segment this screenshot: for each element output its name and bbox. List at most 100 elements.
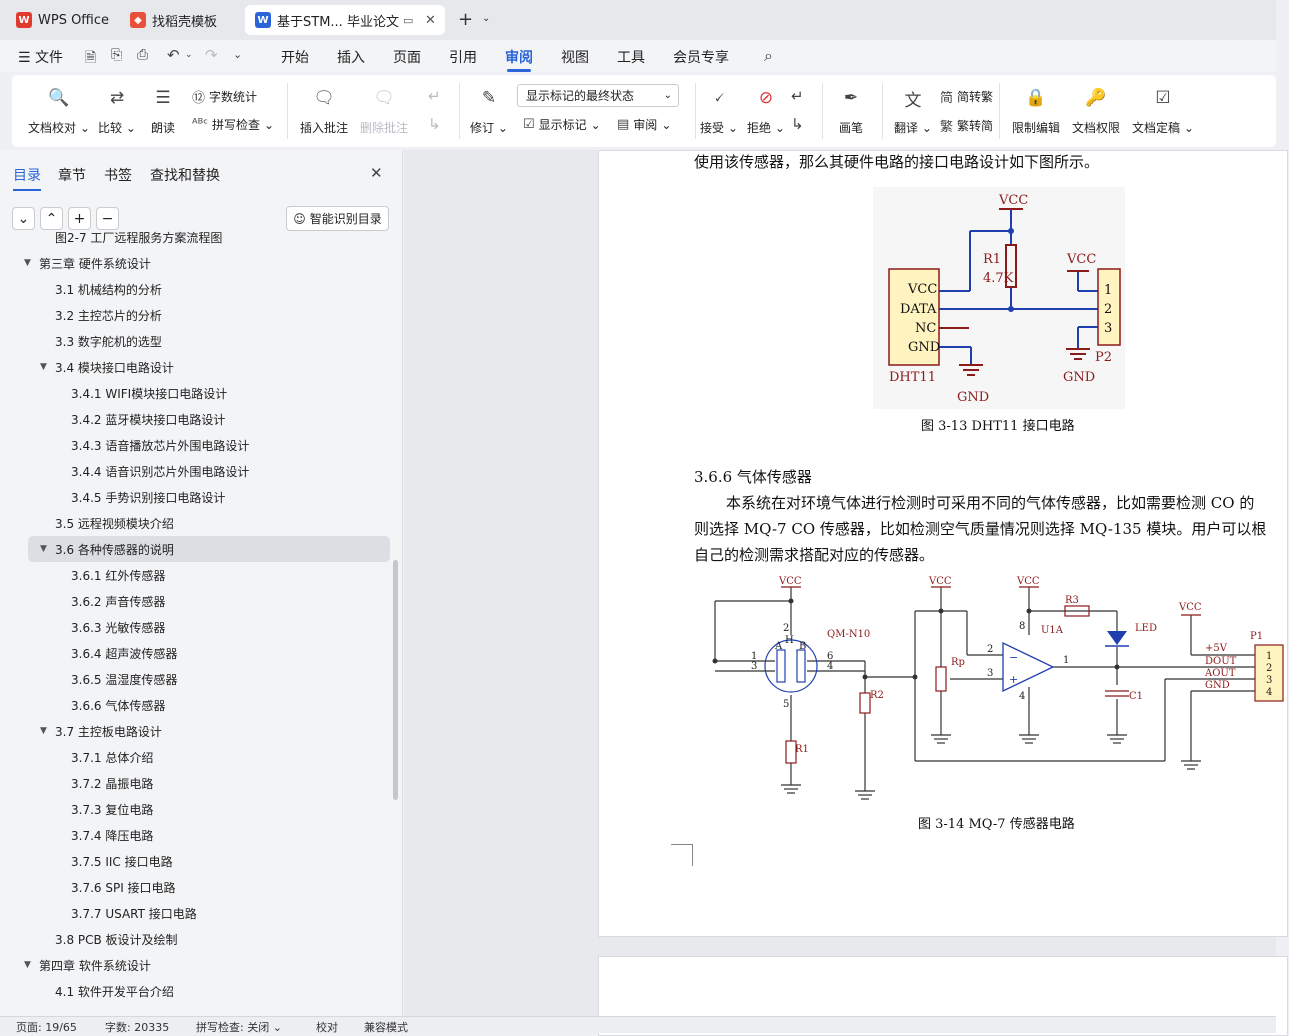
toc-item[interactable]: 3.4.3 语音播放芯片外围电路设计 — [0, 432, 390, 458]
add-heading-button[interactable]: + — [68, 207, 91, 230]
toc-item[interactable]: 3.4.1 WIFI模块接口电路设计 — [0, 380, 390, 406]
expand-caret-icon[interactable]: ▼ — [40, 544, 47, 554]
close-tab-icon[interactable]: ✕ — [425, 12, 436, 28]
move-up-button[interactable]: ⌃ — [40, 207, 63, 230]
toc-item[interactable]: 3.7.2 晶振电路 — [0, 770, 390, 796]
spell-check-status[interactable]: 拼写检查: 关闭 ⌄ — [196, 1021, 282, 1034]
doc-check-button[interactable]: 🔍文档校对 ⌄ — [28, 75, 90, 136]
redo-icon[interactable]: ↷ — [205, 46, 218, 64]
next-revision-icon[interactable]: ↳ — [791, 115, 804, 133]
print-preview-icon[interactable]: ⎙ — [137, 47, 149, 63]
toc-item[interactable]: 3.6.2 声音传感器 — [0, 588, 390, 614]
menu-review[interactable]: 审阅 — [505, 47, 533, 72]
insert-comment-button[interactable]: 🗨插入批注 — [300, 75, 348, 136]
revise-button[interactable]: ✎修订 ⌄ — [470, 75, 508, 136]
menu-view[interactable]: 视图 — [561, 50, 589, 66]
show-markup-button[interactable]: ☑显示标记 ⌄ — [523, 117, 601, 132]
toc-item[interactable]: 3.4.2 蓝牙模块接口电路设计 — [0, 406, 390, 432]
restrict-edit-button[interactable]: 🔒限制编辑 — [1012, 75, 1060, 136]
menu-member[interactable]: 会员专享 — [673, 50, 729, 66]
nav-tab-chapters[interactable]: 章节 — [58, 168, 86, 184]
toc-item[interactable]: 3.3 数字舵机的选型 — [0, 328, 390, 354]
next-comment-icon[interactable]: ↳ — [428, 115, 441, 133]
toc-item[interactable]: 3.7.3 复位电路 — [0, 796, 390, 822]
read-aloud-button[interactable]: ☰朗读 — [150, 75, 176, 136]
undo-chevron-icon[interactable]: ⌄ — [185, 50, 193, 60]
close-pane-icon[interactable]: ✕ — [370, 164, 383, 182]
prev-comment-icon[interactable]: ↵ — [428, 87, 441, 105]
share-icon[interactable]: ⎘ — [111, 47, 123, 63]
toc-item[interactable]: 3.7.6 SPI 接口电路 — [0, 874, 390, 900]
toc-item[interactable]: 3.1 机械结构的分析 — [0, 276, 390, 302]
finalize-button[interactable]: ☑文档定稿 ⌄ — [1132, 75, 1194, 136]
accept-button[interactable]: 🗸接受 ⌄ — [700, 75, 738, 136]
prev-revision-icon[interactable]: ↵ — [791, 87, 804, 105]
nav-tab-bookmarks[interactable]: 书签 — [104, 168, 132, 184]
nav-tab-toc[interactable]: 目录 — [13, 165, 41, 191]
toc-item[interactable]: 3.6.5 温湿度传感器 — [0, 666, 390, 692]
tab-docer-templates[interactable]: ◆ 找稻壳模板 — [120, 5, 240, 35]
reject-button[interactable]: ⊘拒绝 ⌄ — [747, 75, 785, 136]
remove-heading-button[interactable]: − — [96, 207, 119, 230]
toc-item[interactable]: 图2-7 工厂远程服务方案流程图 — [0, 224, 390, 250]
expand-caret-icon[interactable]: ▼ — [40, 362, 47, 372]
toc-item[interactable]: 3.7.1 总体介绍 — [0, 744, 390, 770]
sensor-label: QM-N10 — [827, 629, 870, 640]
word-count[interactable]: 字数: 20335 — [105, 1021, 170, 1034]
toc-item[interactable]: 4.1 软件开发平台介绍 — [0, 978, 390, 1004]
undo-icon[interactable]: ↶ — [167, 46, 180, 64]
toc-item[interactable]: ▼3.4 模块接口电路设计 — [0, 354, 390, 380]
menu-page[interactable]: 页面 — [393, 50, 421, 66]
tab-thesis-document[interactable]: W 基于STM... 毕业论文 ▭ ✕ — [245, 5, 445, 35]
toc-item[interactable]: 3.7.5 IIC 接口电路 — [0, 848, 390, 874]
compare-button[interactable]: ⇄比较 ⌄ — [98, 75, 136, 136]
expand-caret-icon[interactable]: ▼ — [24, 258, 31, 268]
menu-insert[interactable]: 插入 — [337, 50, 365, 66]
tab-list-chevron-icon[interactable]: ⌄ — [482, 13, 491, 24]
toc-item[interactable]: ▼3.6 各种传感器的说明 — [28, 536, 390, 562]
page-indicator[interactable]: 页面: 19/65 — [16, 1021, 77, 1034]
toc-item[interactable]: 3.6.3 光敏传感器 — [0, 614, 390, 640]
nav-tab-find-replace[interactable]: 查找和替换 — [150, 168, 220, 184]
expand-caret-icon[interactable]: ▼ — [24, 960, 31, 970]
toc-item[interactable]: 3.5 远程视频模块介绍 — [0, 510, 390, 536]
menu-file[interactable]: ☰ 文件 — [18, 47, 63, 67]
to-simplified-button[interactable]: 繁繁转简 — [940, 116, 993, 135]
delete-comment-button[interactable]: 🗨删除批注 — [360, 75, 408, 136]
vcc-label: VCC — [1178, 602, 1202, 613]
doc-permission-button[interactable]: 🔑文档权限 — [1072, 75, 1120, 136]
menu-home[interactable]: 开始 — [281, 50, 309, 66]
proofread-button[interactable]: 校对 — [316, 1021, 338, 1034]
menu-tools[interactable]: 工具 — [617, 50, 645, 66]
tab-wps-office[interactable]: W WPS Office — [6, 5, 114, 35]
toc-item[interactable]: ▼第四章 软件系统设计 — [0, 952, 390, 978]
toc-item[interactable]: 3.7.4 降压电路 — [0, 822, 390, 848]
review-pane-button[interactable]: ▤审阅 ⌄ — [617, 117, 672, 132]
toc-item[interactable]: ▼第三章 硬件系统设计 — [0, 250, 390, 276]
menu-reference[interactable]: 引用 — [449, 50, 477, 66]
toc-scrollbar[interactable] — [393, 560, 398, 800]
toc-item[interactable]: 3.6.6 气体传感器 — [0, 692, 390, 718]
collapse-all-button[interactable]: ⌄ — [12, 207, 35, 230]
quick-access-chevron-icon[interactable]: ⌄ — [233, 48, 243, 61]
toc-item[interactable]: 3.8 PCB 板设计及绘制 — [0, 926, 390, 952]
save-icon[interactable]: 🗎 — [85, 50, 97, 66]
toc-item[interactable]: 3.6.1 红外传感器 — [0, 562, 390, 588]
new-tab-icon[interactable]: + — [458, 9, 474, 30]
toc-item[interactable]: 3.6.4 超声波传感器 — [0, 640, 390, 666]
toc-item[interactable]: ▼3.7 主控板电路设计 — [0, 718, 390, 744]
pen-button[interactable]: ✒画笔 — [838, 75, 864, 136]
smart-toc-button[interactable]: ☺智能识别目录 — [286, 206, 389, 231]
expand-caret-icon[interactable]: ▼ — [40, 726, 47, 736]
markup-state-select[interactable]: 显示标记的最终状态⌄ — [517, 84, 679, 107]
translate-button[interactable]: 文翻译 ⌄ — [894, 75, 932, 136]
toc-item[interactable]: 3.2 主控芯片的分析 — [0, 302, 390, 328]
toc-item[interactable]: 3.4.4 语音识别芯片外围电路设计 — [0, 458, 390, 484]
to-traditional-button[interactable]: 简简转繁 — [940, 87, 993, 106]
toc-item[interactable]: 3.4.5 手势识别接口电路设计 — [0, 484, 390, 510]
search-icon[interactable]: ⌕ — [764, 46, 773, 65]
window-restore-icon[interactable]: ▭ — [403, 13, 414, 27]
toc-item[interactable]: 3.7.7 USART 接口电路 — [0, 900, 390, 926]
